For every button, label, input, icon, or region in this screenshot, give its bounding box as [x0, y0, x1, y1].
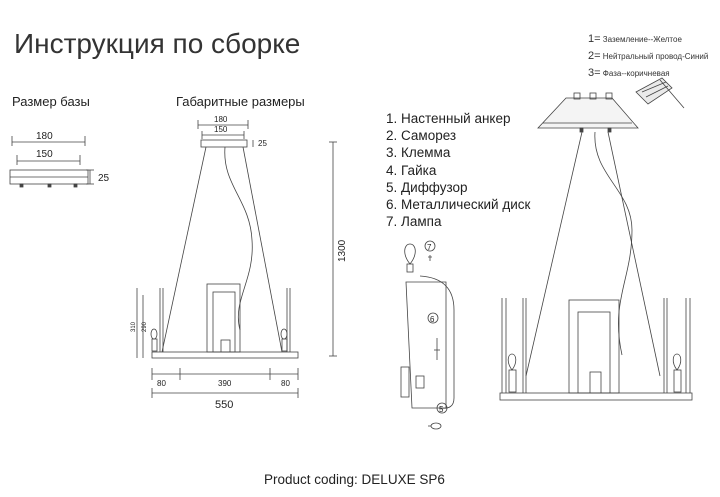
page-title: Инструкция по сборке	[14, 28, 301, 59]
total-width: 550	[215, 399, 233, 411]
lamp-bulb-icon	[404, 243, 416, 273]
parts-list-item: 6. Металлический диск	[386, 197, 531, 213]
base-size-drawing: 180 150 25	[9, 131, 110, 188]
parts-list-item: 1. Настенный анкер	[386, 111, 511, 126]
parts-list-item: 5. Диффузор	[386, 179, 468, 195]
callout-6: 6	[430, 315, 435, 324]
lamp-exploded-view: 7 6 5	[400, 240, 455, 430]
callout-5: 5	[439, 405, 444, 414]
overall-dimensions-drawing: 180 150 25 1300	[131, 115, 348, 411]
assembled-fixture-drawing	[499, 77, 693, 401]
parts-list-item: 2. Саморез	[386, 128, 457, 144]
base-width-outer: 180	[36, 131, 53, 142]
base-height: 25	[98, 173, 110, 184]
canopy-width-outer: 180	[214, 115, 228, 124]
overall-dimensions-label: Габаритные размеры	[176, 94, 305, 109]
span-right: 80	[281, 379, 290, 388]
base-size-label: Размер базы	[12, 94, 90, 109]
base-width-inner: 150	[36, 149, 53, 160]
wiring-legend-item: 2= Нейтральный провод-Синий	[588, 50, 709, 62]
side-height-inner: 290	[142, 321, 148, 332]
parts-list-item: 7. Лампа	[386, 214, 442, 230]
side-height-outer: 310	[131, 321, 137, 332]
wiring-terminal-icon	[635, 77, 685, 109]
parts-list-item: 3. Клемма	[386, 145, 451, 161]
wiring-legend-item: 1= Заземление--Желтое	[588, 33, 682, 45]
canopy-height: 25	[258, 139, 267, 148]
span-middle: 390	[218, 379, 232, 388]
product-code: Product coding: DELUXE SP6	[264, 472, 445, 487]
wiring-legend-item: 3= Фаза--коричневая	[588, 67, 670, 79]
canopy-width-inner: 150	[214, 125, 228, 134]
wiring-legend: 1= Заземление--Желтое 2= Нейтральный про…	[588, 31, 708, 82]
parts-list: 1. Настенный анкер 2. Саморез 3. Клемма …	[386, 110, 530, 230]
cable-length: 1300	[337, 239, 348, 262]
callout-7: 7	[427, 243, 432, 252]
parts-list-item: 4. Гайка	[386, 162, 437, 178]
span-left: 80	[157, 379, 166, 388]
